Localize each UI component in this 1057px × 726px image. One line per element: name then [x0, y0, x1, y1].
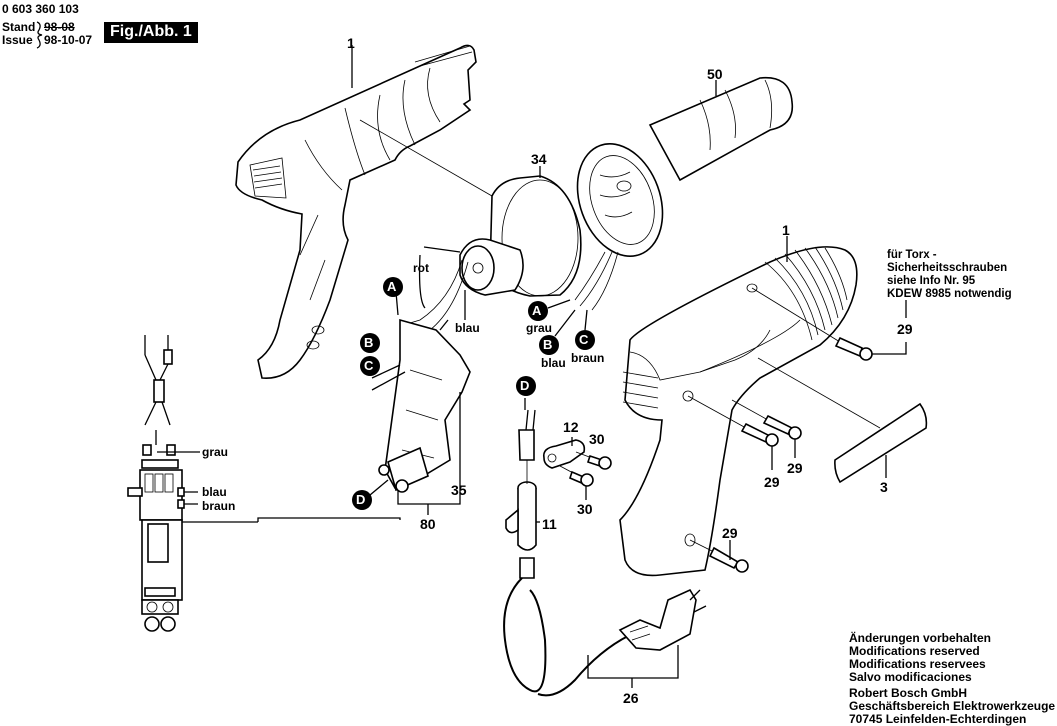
badge-a-left: [383, 277, 403, 297]
header-brace: [36, 21, 43, 49]
nozzle-drawing: [574, 76, 794, 311]
label-screw-mid-a: 29: [764, 474, 780, 490]
label-screw-bottom: 29: [722, 525, 738, 541]
footer-line3: Modifications reservees: [849, 657, 986, 671]
screw-29-top: [751, 287, 907, 361]
cord-guard-drawing: [505, 398, 540, 551]
part-number: 0 603 360 103: [2, 2, 79, 16]
power-cord-drawing: [503, 557, 707, 697]
badge-c-left: [360, 356, 380, 376]
wire-label-grau-right: grau: [526, 321, 553, 335]
screw-29-mid-b: [731, 399, 802, 458]
label-switch-assembly: 80: [420, 516, 436, 532]
torx-note-line4: KDEW 8985 notwendig: [887, 288, 1012, 300]
badge-b-left: [360, 333, 380, 353]
label-fan-unit: 34: [531, 151, 547, 167]
label-housing-left: 1: [347, 35, 355, 51]
label-screw-clamp-a: 30: [589, 431, 605, 447]
wire-label-blau-motor: blau: [455, 321, 480, 335]
badge-b-right: [539, 309, 576, 355]
footer-disclaimer: Änderungen vorbehalten Modifications res…: [849, 632, 1055, 726]
label-housing-right: 1: [782, 222, 790, 238]
footer-line2: Modifications reserved: [849, 644, 980, 658]
nameplate-drawing: [834, 402, 928, 484]
wire-label-blau-schematic: blau: [202, 485, 227, 499]
badge-c-right-label: C: [579, 332, 589, 347]
badge-b-right-label: B: [543, 337, 553, 352]
wire-label-braun-schematic: braun: [202, 499, 236, 513]
wiring-schematic: [127, 335, 401, 632]
badge-c-right: [575, 309, 595, 350]
issue-label: Issue: [2, 33, 33, 47]
stand-label: Stand: [2, 20, 36, 34]
badge-d-switch-label: D: [356, 492, 366, 507]
label-screw-clamp-b: 30: [577, 501, 593, 517]
issue-value: 98-10-07: [44, 33, 93, 47]
wire-label-blau-right: blau: [541, 356, 566, 370]
figure-label: Fig./Abb. 1: [104, 22, 198, 43]
label-cord-guard: 11: [542, 516, 557, 532]
clamp-drawing: [542, 437, 612, 500]
wire-label-braun-right: braun: [571, 351, 605, 365]
label-clamp: 12: [563, 419, 579, 435]
badge-b-left-label: B: [364, 335, 374, 350]
label-nameplate: 3: [880, 479, 888, 495]
badge-a-right-label: A: [532, 303, 542, 318]
badge-a-right: [528, 299, 571, 321]
footer-address: 70745 Leinfelden-Echterdingen: [849, 712, 1027, 726]
wire-label-rot: rot: [413, 261, 429, 275]
screw-29-mid-a: [687, 395, 779, 470]
footer-line4: Salvo modificaciones: [849, 670, 972, 684]
badge-d-cord-label: D: [520, 378, 530, 393]
badge-d-cord: [516, 376, 536, 396]
badge-a-left-label: A: [387, 279, 397, 294]
torx-note-line3: siehe Info Nr. 95: [887, 275, 976, 287]
footer-line1: Änderungen vorbehalten: [849, 631, 992, 645]
label-nozzle: 50: [707, 66, 723, 82]
wire-label-grau-schematic: grau: [202, 445, 229, 459]
label-power-cord: 26: [623, 690, 639, 706]
footer-company: Robert Bosch GmbH: [849, 686, 968, 700]
switch-drawing: [371, 318, 471, 515]
label-screw-mid-b: 29: [787, 460, 803, 476]
torx-note-line2: Sicherheitsschrauben: [887, 262, 1008, 274]
torx-note-line1: für Torx -: [887, 249, 937, 261]
label-screw-top: 29: [897, 321, 913, 337]
screw-29-bottom: [689, 539, 749, 573]
housing-left-drawing: [235, 44, 477, 379]
torx-note: für Torx - Sicherheitsschrauben siehe In…: [887, 249, 1012, 301]
housing-right-drawing: [619, 236, 881, 577]
stand-value: 98-08: [44, 20, 75, 34]
footer-division: Geschäftsbereich Elektrowerkzeuge: [849, 699, 1056, 713]
badge-d-switch: [352, 479, 389, 510]
fan-unit-drawing: [459, 166, 582, 297]
label-switch: 35: [451, 482, 467, 498]
badge-c-left-label: C: [364, 358, 374, 373]
